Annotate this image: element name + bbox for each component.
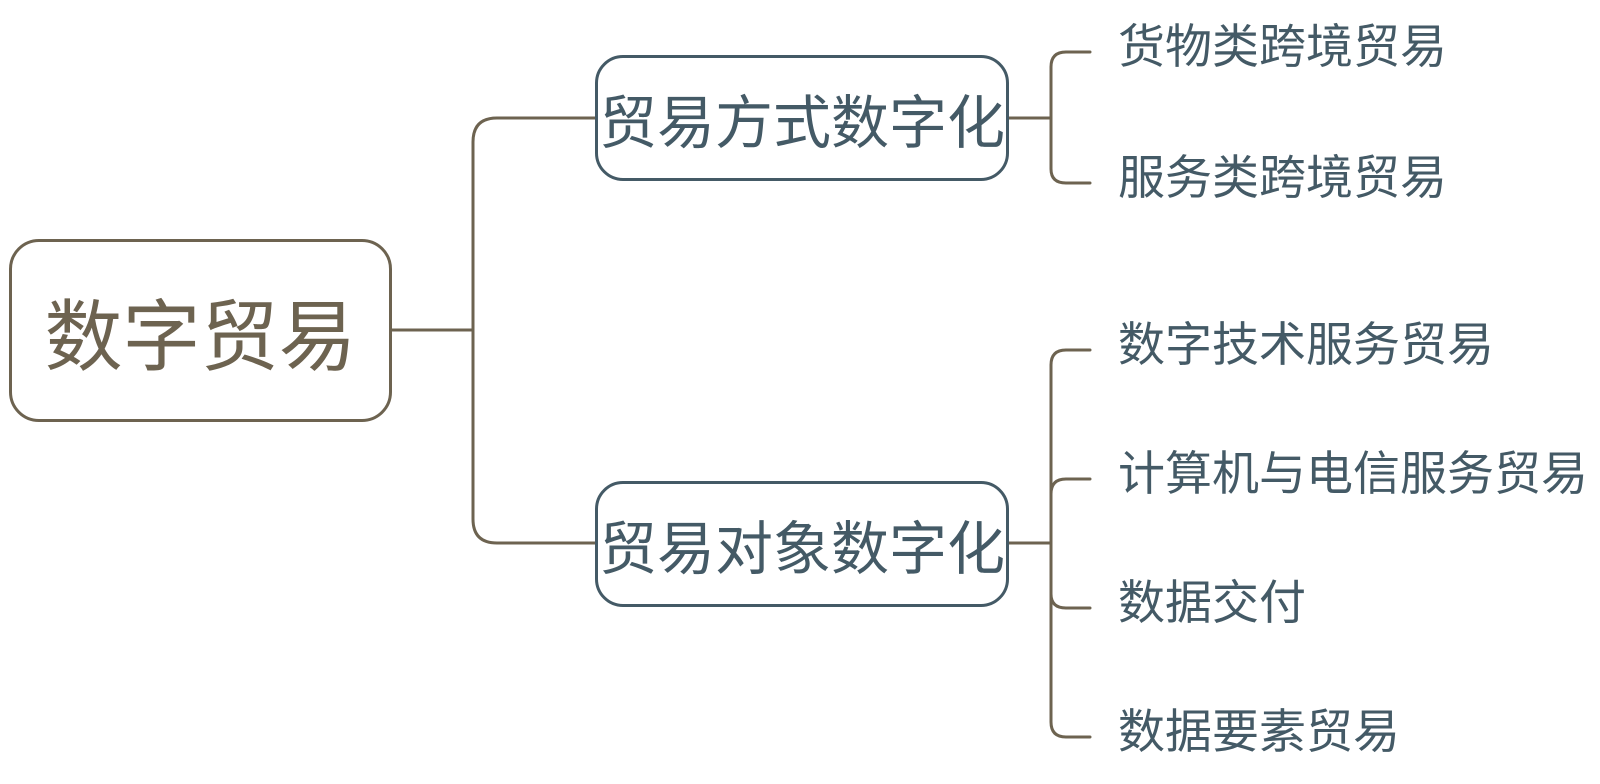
connector-to-leaf-data-element — [1049, 541, 1092, 739]
root-node-label: 数字贸易 — [44, 292, 357, 383]
connector-root-to-branch-bottom — [471, 328, 597, 545]
connector-to-leaf-goods — [1049, 50, 1092, 120]
branch-node-trade-object: 贸易对象数字化 — [595, 481, 1009, 607]
connector-to-leaf-services — [1049, 116, 1092, 185]
connector-to-leaf-digital-tech — [1049, 348, 1092, 545]
connector-to-leaf-computer-telecom — [1049, 477, 1092, 545]
leaf-computer-telecom-services-trade: 计算机与电信服务贸易 — [1118, 447, 1588, 502]
leaf-goods-cross-border-trade: 货物类跨境贸易 — [1118, 20, 1447, 75]
leaf-data-element-trade: 数据要素贸易 — [1118, 705, 1400, 760]
leaf-data-delivery: 数据交付 — [1118, 576, 1306, 631]
leaf-digital-tech-services-trade: 数字技术服务贸易 — [1118, 318, 1494, 373]
leaf-services-cross-border-trade: 服务类跨境贸易 — [1118, 151, 1447, 206]
branch-node-label: 贸易方式数字化 — [598, 89, 1005, 157]
branch-node-trade-method: 贸易方式数字化 — [595, 55, 1009, 181]
connector-root-to-branch-top — [471, 116, 597, 332]
connector-to-leaf-data-delivery — [1049, 541, 1092, 610]
root-node: 数字贸易 — [9, 239, 392, 422]
branch-node-label: 贸易对象数字化 — [598, 515, 1005, 583]
